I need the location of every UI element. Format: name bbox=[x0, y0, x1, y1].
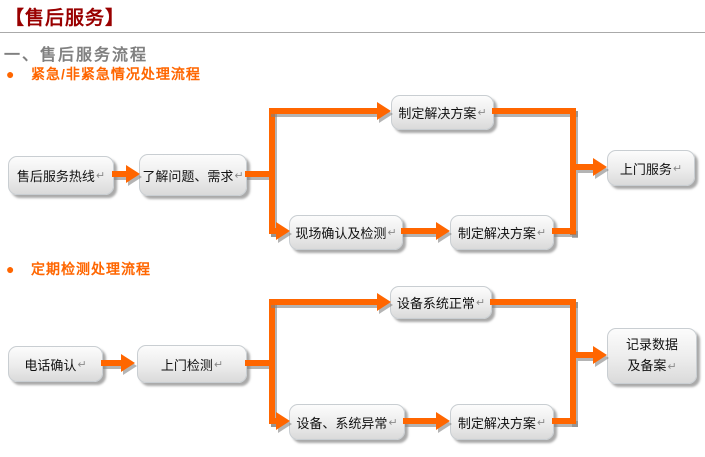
title-underline bbox=[0, 32, 705, 33]
arrowhead bbox=[436, 222, 450, 240]
node-system-abnormal: 设备、系统异常↵ bbox=[289, 404, 405, 440]
return-mark: ↵ bbox=[388, 416, 398, 429]
return-mark: ↵ bbox=[477, 107, 487, 119]
arrowhead bbox=[593, 346, 607, 364]
connector-line bbox=[245, 171, 272, 177]
connector-line bbox=[552, 228, 576, 234]
node-label: 制定解决方案 bbox=[398, 106, 477, 121]
connector-line bbox=[112, 171, 128, 177]
node-phone-confirm: 电话确认↵ bbox=[8, 346, 103, 382]
flow1-heading-row: ● 紧急/非紧急情况处理流程 bbox=[6, 64, 201, 84]
page-title: 【售后服务】 bbox=[5, 8, 126, 29]
arrowhead bbox=[377, 293, 391, 311]
return-mark: ↵ bbox=[387, 227, 397, 239]
connector-line bbox=[570, 299, 576, 424]
connector-line bbox=[245, 360, 272, 366]
connector-line bbox=[576, 352, 593, 358]
connector-line bbox=[269, 108, 275, 234]
return-mark: ↵ bbox=[77, 358, 87, 371]
return-mark: ↵ bbox=[536, 227, 547, 239]
bullet-icon: ● bbox=[6, 66, 15, 82]
connector-line bbox=[269, 299, 377, 305]
node-make-plan-bottom: 制定解决方案↵ bbox=[450, 215, 554, 250]
connector-line bbox=[269, 299, 275, 424]
node-door-service: 上门服务↵ bbox=[607, 150, 695, 186]
node-label: 设备、系统异常 bbox=[296, 415, 388, 431]
connector-line bbox=[576, 164, 593, 170]
node-site-confirm-check: 现场确认及检测↵ bbox=[289, 215, 403, 250]
connector-line bbox=[401, 228, 437, 234]
node-label: 上门检测 bbox=[160, 357, 213, 373]
section-title: 一、售后服务流程 bbox=[4, 47, 149, 64]
node-label: 上门服务 bbox=[619, 161, 672, 177]
node-record-data: 记录数据 及备案↵ bbox=[607, 328, 697, 384]
node-make-plan: 制定解决方案↵ bbox=[450, 404, 554, 440]
bullet-icon: ● bbox=[6, 261, 15, 277]
return-mark: ↵ bbox=[234, 169, 244, 182]
arrowhead bbox=[121, 354, 135, 372]
arrowhead bbox=[377, 102, 391, 120]
arrowhead bbox=[436, 412, 450, 430]
node-label: 电话确认 bbox=[24, 357, 77, 373]
connector-line bbox=[269, 418, 278, 424]
node-door-check: 上门检测↵ bbox=[137, 345, 247, 383]
node-system-normal: 设备系统正常↵ bbox=[390, 286, 492, 319]
node-understand-needs: 了解问题、需求↵ bbox=[139, 154, 247, 196]
return-mark: ↵ bbox=[95, 170, 106, 182]
return-mark: ↵ bbox=[475, 297, 486, 309]
connector-line bbox=[490, 299, 576, 305]
flow2-heading-row: ● 定期检测处理流程 bbox=[6, 259, 151, 279]
node-label: 及备案↵ bbox=[627, 355, 676, 378]
connector-line bbox=[101, 360, 121, 366]
node-label: 了解问题、需求 bbox=[142, 168, 234, 184]
return-mark: ↵ bbox=[672, 162, 683, 175]
node-label-line2: 及备案 bbox=[627, 358, 667, 373]
node-label: 现场确认及检测 bbox=[295, 226, 387, 241]
node-label: 制定解决方案 bbox=[457, 415, 536, 431]
node-label: 记录数据 bbox=[625, 337, 678, 352]
node-make-plan-top: 制定解决方案↵ bbox=[391, 95, 494, 130]
return-mark: ↵ bbox=[536, 416, 547, 429]
connector-line bbox=[403, 418, 437, 424]
node-service-hotline: 售后服务热线↵ bbox=[8, 156, 114, 195]
node-label: 制定解决方案 bbox=[457, 226, 536, 241]
return-mark: ↵ bbox=[213, 358, 224, 371]
arrowhead bbox=[276, 412, 290, 430]
node-label: 设备系统正常 bbox=[396, 296, 475, 311]
flow2-heading: 定期检测处理流程 bbox=[31, 261, 151, 277]
flow1-heading: 紧急/非紧急情况处理流程 bbox=[31, 66, 201, 82]
connector-line bbox=[552, 418, 576, 424]
arrowhead bbox=[276, 222, 290, 240]
connector-line bbox=[570, 108, 576, 235]
return-mark: ↵ bbox=[667, 361, 677, 373]
connector-line bbox=[269, 108, 377, 114]
node-label: 售后服务热线 bbox=[16, 169, 95, 184]
arrowhead bbox=[126, 165, 140, 183]
connector-line bbox=[269, 228, 278, 234]
connector-line bbox=[492, 108, 576, 114]
arrowhead bbox=[593, 158, 607, 176]
